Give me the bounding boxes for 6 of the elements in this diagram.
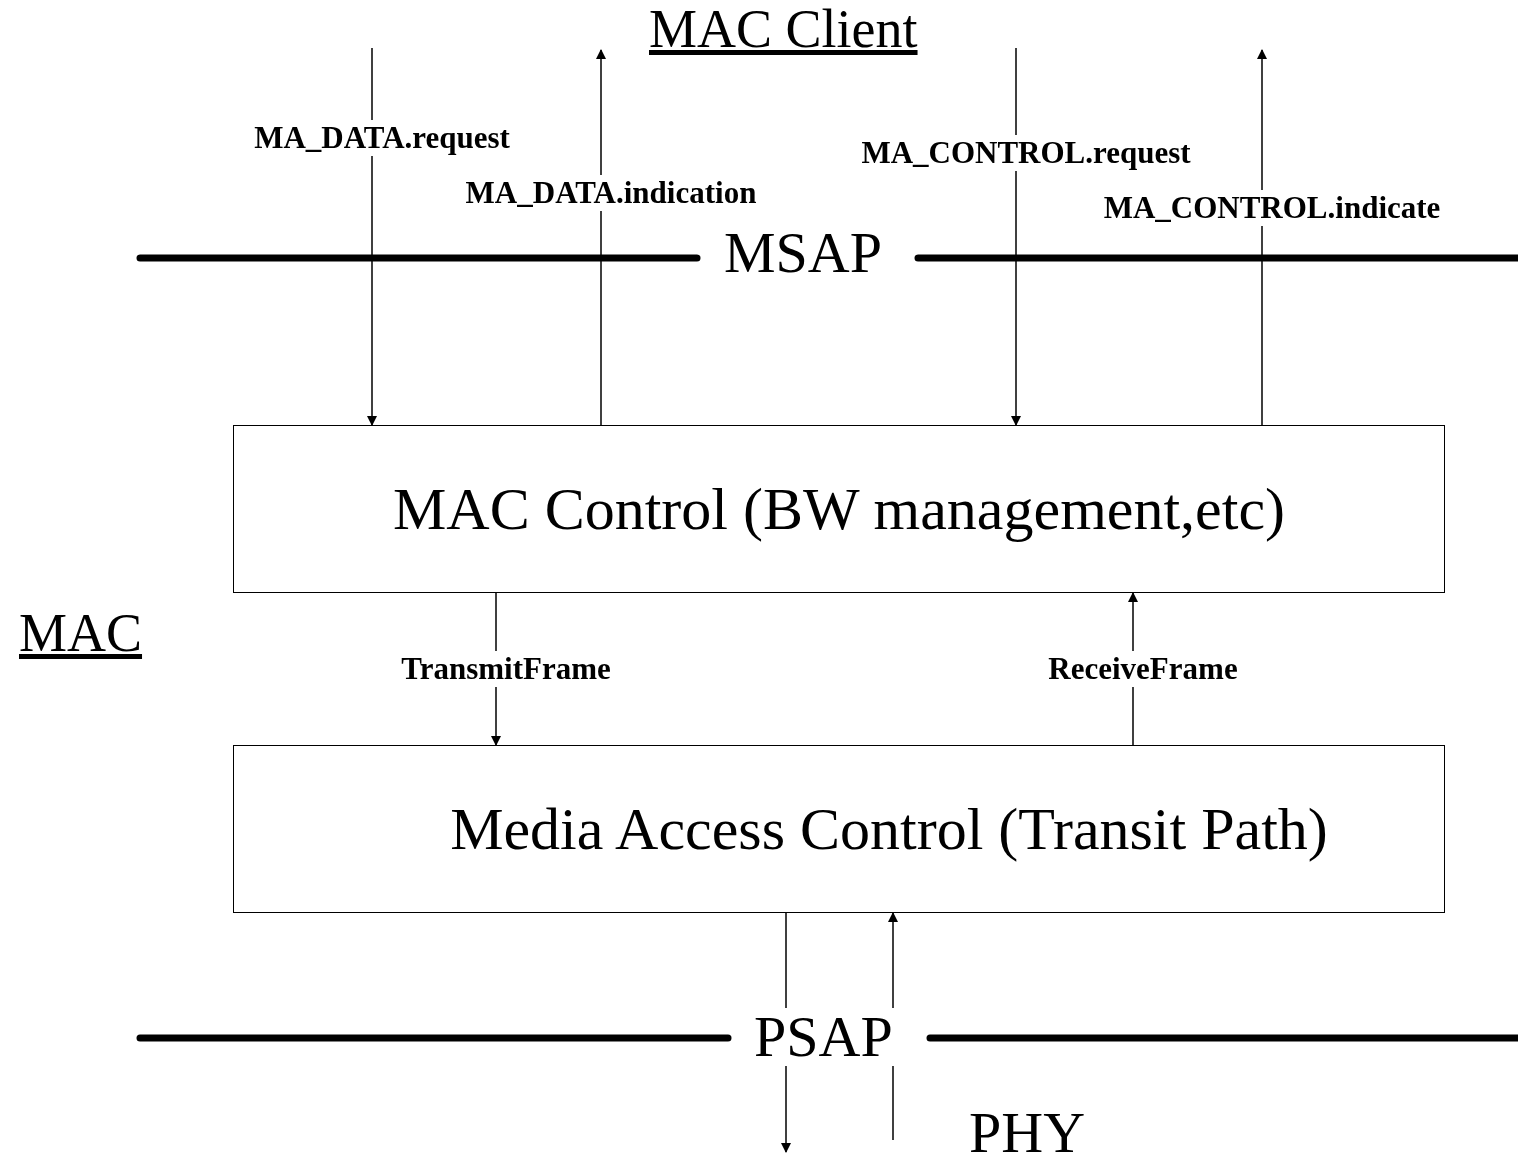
process-box: [233, 745, 1445, 913]
process-box: [233, 425, 1445, 593]
arrow: [1257, 49, 1267, 426]
arrow: [1011, 47, 1021, 426]
arrow: [596, 49, 606, 426]
arrow: [367, 47, 377, 426]
